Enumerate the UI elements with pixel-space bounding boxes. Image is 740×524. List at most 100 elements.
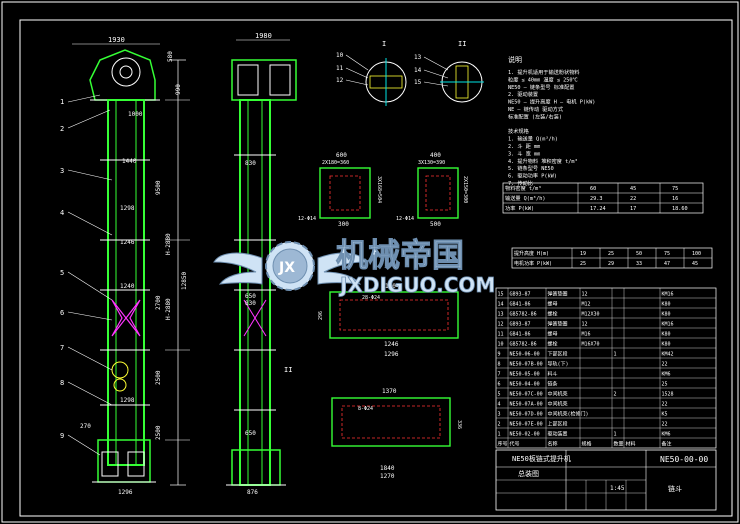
left-vdim-9500: 9500 — [155, 180, 162, 195]
watermark-wing-right — [317, 252, 367, 285]
spec1-cell: 22 — [630, 196, 636, 202]
spec2-cell: 29 — [608, 261, 614, 267]
bom-cell: 8 — [498, 362, 501, 368]
bom-cell: M16 — [582, 332, 591, 338]
title-drawing-type: 总装图 — [518, 469, 539, 478]
notes-line: 2. 驱动装置 — [508, 90, 538, 98]
spec2-cell: 100 — [692, 251, 701, 257]
inner-frame — [19, 19, 733, 517]
left-vdim-h1: H-2880 — [165, 233, 172, 255]
left-dim-1440: 1440 — [122, 158, 137, 165]
flange4-side: 336 — [456, 420, 462, 429]
bom-cell: 1 — [498, 432, 501, 438]
title-scale: 1:45 — [610, 485, 625, 492]
bom-cell: 料斗 — [548, 371, 558, 378]
side-dim-830b: 830 — [245, 300, 256, 307]
spec2-cell: 提升高度 H(m) — [514, 250, 549, 257]
bom-cell: 螺栓 — [548, 311, 558, 318]
bom-cell: 弹簧垫圈 — [548, 291, 568, 298]
bom-cell: 驱动装置 — [548, 431, 568, 438]
bom-cell: 上部区段 — [548, 421, 568, 428]
left-dim-1298b: 1298 — [120, 397, 135, 404]
bom-cell: NE50-07C-00 — [510, 392, 543, 398]
side-dim-650b: 650 — [245, 430, 256, 437]
bom-cell: 22 — [662, 362, 668, 368]
left-vdim-2700: 2700 — [155, 295, 162, 310]
spec2-cell: 47 — [664, 261, 670, 267]
watermark-logo: JX — [213, 241, 367, 291]
bom-cell: K5 — [662, 412, 668, 418]
left-vdim-h2: H-2880 — [165, 298, 172, 320]
spec2-cell: 50 — [636, 251, 642, 257]
notes-line: 粒度 ≤ 40mm 温度 ≤ 250℃ — [508, 75, 578, 83]
notes-line: 6. 驱动功率 P(kW) — [508, 172, 557, 180]
bom-cell: 螺母 — [548, 331, 558, 338]
flange2-inner: 3X130=390 — [418, 160, 445, 166]
left-dim-1000: 1000 — [128, 111, 143, 118]
detail2-label-14: 14 — [414, 67, 422, 74]
left-dim-1240: 1240 — [120, 283, 135, 290]
side-dim-650a: 650 — [245, 293, 256, 300]
spec1-header-cell: 物料密度 t/m³ — [505, 184, 541, 192]
spec1-cell: 17.24 — [590, 206, 606, 212]
side-elevation-view: 1980 830 830 650 650 876 II — [226, 32, 297, 496]
flange3-inner: 28-Φ24 — [362, 295, 380, 301]
notes-line: 2. 斗 距 mm — [508, 143, 540, 150]
spec2-cell: 33 — [636, 261, 642, 267]
bom-cell: K80 — [662, 312, 671, 318]
bom-cell: NE50-07B-00 — [510, 362, 543, 368]
flange3-side: 296 — [318, 311, 324, 320]
bom-cell: 导轨(下) — [548, 361, 569, 368]
bom-cell: 13 — [498, 312, 504, 318]
notes-line: NE50 — 链条型号 标准配置 — [508, 83, 575, 91]
flange2-bottom: 500 — [430, 221, 441, 228]
bom-cell: NE50-07E-00 — [510, 422, 543, 428]
bom-cell: 22 — [662, 402, 668, 408]
bom-cell: 下部区段 — [548, 351, 568, 358]
callout-8: 8 — [60, 379, 64, 387]
bom-cell: 螺栓 — [548, 341, 558, 348]
side-label-ii: II — [284, 366, 292, 374]
spec2-cell: 25 — [608, 251, 614, 257]
flange2-top: 400 — [430, 152, 441, 159]
spec1-cell: 18.60 — [672, 206, 688, 212]
notes-line: 3. 斗 宽 mm — [508, 149, 540, 157]
detail2-label-15: 15 — [414, 79, 422, 86]
bom-header-cell: 备注 — [662, 441, 672, 448]
left-top-dim: 1930 — [108, 36, 125, 44]
left-vdim-12850: 12850 — [181, 272, 188, 290]
detail1-label-11: 11 — [336, 65, 344, 72]
flange-2: 400 3X130=390 500 12-Φ14 2X150=300 — [396, 152, 468, 228]
bom-cell: 7 — [498, 372, 501, 378]
bom-cell: 1528 — [662, 392, 674, 398]
bom-cell: KM42 — [662, 352, 674, 358]
notes-line: 1. 输送量 Q(m³/h) — [508, 135, 558, 143]
notes-block: 说明 1. 提升机适用于输送粉状物料 粒度 ≤ 40mm 温度 ≤ 250℃ N… — [508, 55, 595, 187]
notes-line: 4. 提升物料 堆积密度 t/m³ — [508, 157, 578, 165]
bom-cell: K80 — [662, 332, 671, 338]
spec2-cell: 75 — [664, 251, 670, 257]
watermark-en-text: JXDIGUO.COM — [338, 273, 495, 297]
flange1-bottom: 300 — [338, 221, 349, 228]
bom-header-cell: 数量 — [614, 441, 624, 448]
left-dim-1296: 1296 — [118, 489, 133, 496]
notes-line: NE50 — 提升高度 H — 电机 P(kW) — [508, 98, 595, 106]
notes-line: 5. 链条型号 NE50 — [508, 164, 554, 172]
bom-cell: GB41-86 — [510, 332, 531, 338]
left-dim-270: 270 — [80, 423, 91, 430]
bom-cell: 1 — [614, 432, 617, 438]
bom-cell: 15 — [498, 292, 504, 298]
detail-section-2: II 13 14 15 — [414, 40, 484, 103]
callout-7: 7 — [60, 344, 64, 352]
bom-cell: 9 — [498, 352, 501, 358]
bom-cell: KM16 — [662, 292, 674, 298]
flange1-side: 3X168=504 — [376, 176, 382, 203]
bom-cell: 中间机壳 — [548, 401, 568, 408]
spec1-header-cell: 75 — [672, 186, 678, 192]
bom-cell: 3 — [498, 412, 501, 418]
bom-cell: 2 — [498, 422, 501, 428]
flange4-inner: 8-Φ24 — [358, 406, 373, 412]
spec1-header-cell: 60 — [590, 186, 596, 192]
bom-cell: KM16 — [662, 322, 674, 328]
